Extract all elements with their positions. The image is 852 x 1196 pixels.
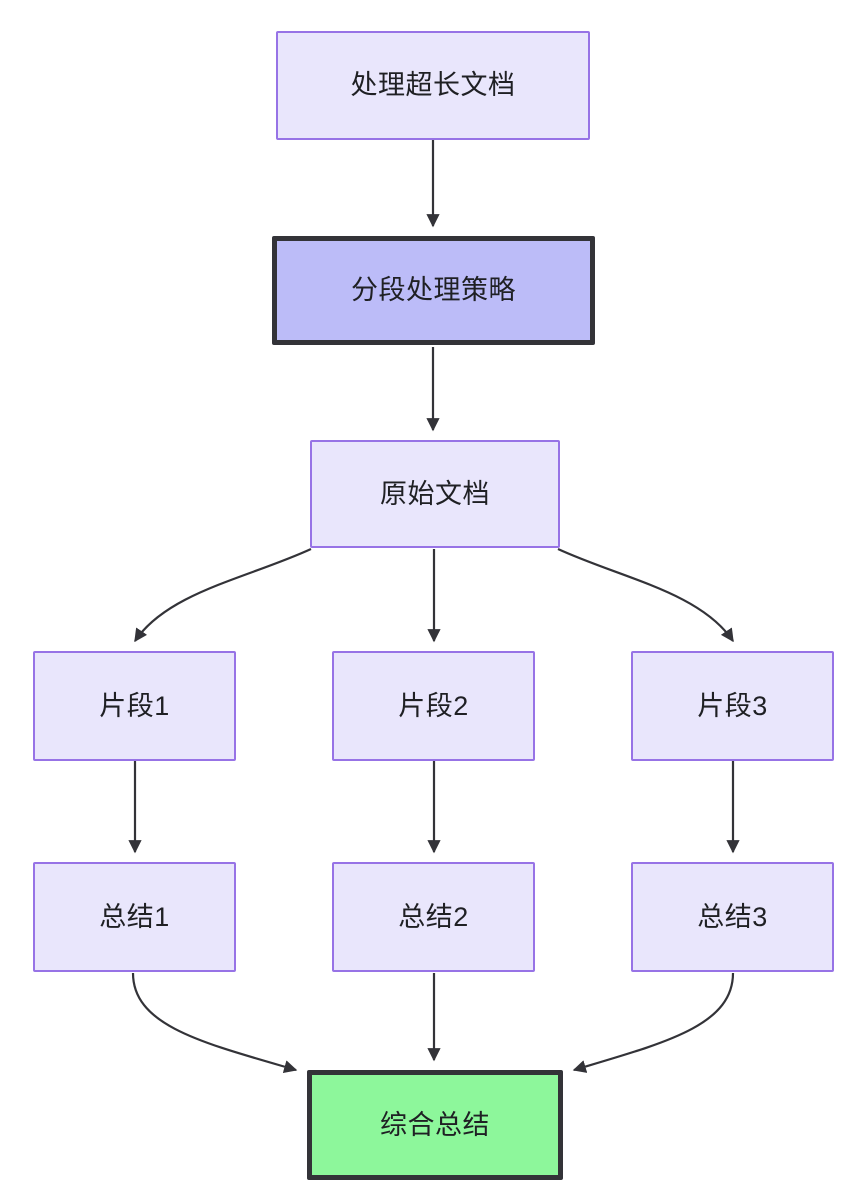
node-label: 片段2 (398, 690, 469, 721)
node-label: 分段处理策略 (351, 275, 516, 306)
node-summary-2[interactable]: 总结2 (332, 862, 535, 972)
edge-n3-n4 (134, 548, 312, 643)
edge-n7-n10 (131, 972, 298, 1074)
node-label: 总结2 (398, 901, 469, 932)
node-label: 片段3 (697, 690, 768, 721)
node-label: 处理超长文档 (350, 70, 516, 101)
node-segment-2[interactable]: 片段2 (332, 651, 535, 761)
node-label: 片段1 (99, 690, 170, 721)
node-chunking-strategy[interactable]: 分段处理策略 (272, 236, 595, 345)
node-summary-1[interactable]: 总结1 (33, 862, 236, 972)
node-label: 综合总结 (380, 1109, 490, 1140)
node-label: 总结3 (697, 901, 768, 932)
edge-n3-n6 (557, 548, 734, 643)
node-original-document[interactable]: 原始文档 (310, 440, 560, 548)
node-combined-summary[interactable]: 综合总结 (307, 1070, 563, 1180)
node-process-long-document[interactable]: 处理超长文档 (276, 31, 590, 140)
node-summary-3[interactable]: 总结3 (631, 862, 834, 972)
node-segment-1[interactable]: 片段1 (33, 651, 236, 761)
edge-n9-n10 (572, 972, 735, 1073)
node-segment-3[interactable]: 片段3 (631, 651, 834, 761)
node-label: 总结1 (99, 901, 170, 932)
node-label: 原始文档 (380, 478, 490, 509)
